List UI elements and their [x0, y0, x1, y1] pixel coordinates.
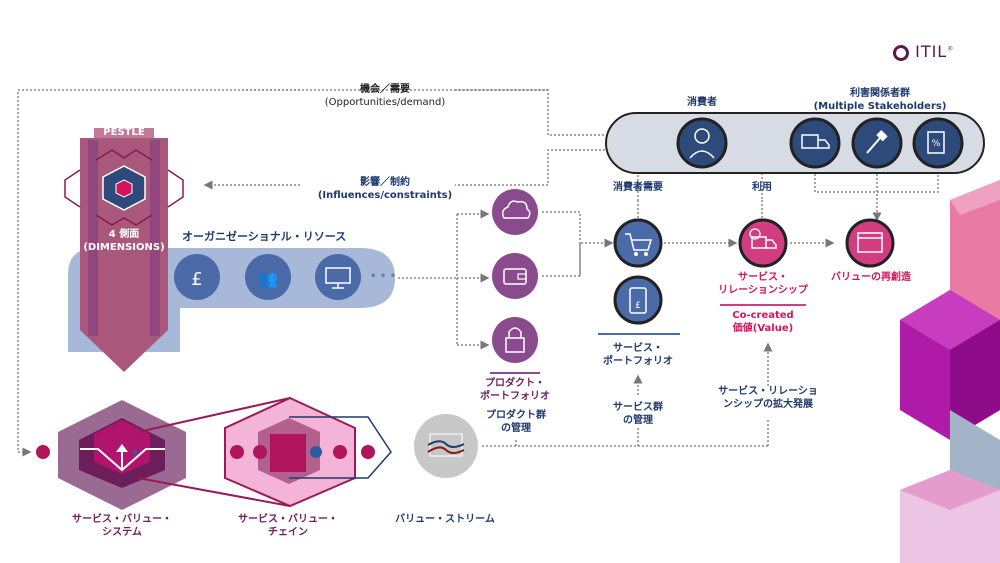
product-management-line2: の管理 [501, 422, 531, 434]
influences-jp: 影響／制約 [360, 177, 410, 188]
expansion-line1: サービス・リレーショ [718, 386, 818, 397]
svg-text:£: £ [635, 301, 641, 311]
product-portfolio-line2: ポートフォリオ [480, 390, 550, 402]
service-management-line2: の管理 [623, 414, 653, 426]
stakeholders-label: 利害関係者群 (Multiple Stakeholders) [810, 88, 950, 113]
product-management-label: プロダクト群 の管理 [486, 410, 546, 435]
service-portfolio-icons: £ [598, 218, 680, 335]
itil-logo-registered: ® [947, 45, 955, 53]
finance-icon [174, 254, 220, 300]
cocreated-line2: 価値(Value) [732, 322, 794, 334]
consumer-label: 消費者 [687, 97, 717, 108]
stakeholder-icons: % [676, 117, 964, 169]
svg-text:%: % [932, 139, 941, 149]
computer-icon [315, 254, 361, 300]
cocreated-line1: Co-created [732, 310, 794, 321]
influences-label: 影響／制約 (Influences/constraints) [310, 177, 460, 202]
influences-en: (Influences/constraints) [317, 189, 453, 201]
svc-line2: チェイン [268, 526, 308, 538]
cart-icon [613, 218, 663, 268]
svg-text:£: £ [191, 269, 202, 290]
service-relationship-line1: サービス・ [738, 272, 788, 283]
pestle-dimensions-arrow [64, 128, 184, 372]
expansion-line2: ンシップの拡大発展 [723, 398, 813, 410]
product-portfolio-label: プロダクト・ ポートフォリオ [470, 378, 560, 403]
itil-logo-mark-icon [893, 44, 909, 61]
lock-icon [492, 317, 538, 363]
relationship-expansion-label: サービス・リレーショ ンシップの拡大発展 [712, 386, 824, 411]
svs-line2: システム [102, 526, 142, 538]
service-portfolio-line1: サービス・ [613, 343, 663, 354]
service-relationship-label: サービス・ リレーションシップ [715, 272, 811, 297]
mobile-pound-icon [613, 275, 663, 325]
contract-icon [912, 117, 964, 169]
itil-logo-text: ITIL [915, 42, 948, 61]
service-portfolio-line2: ポートフォリオ [603, 355, 673, 367]
cloud-icon [492, 189, 538, 235]
dimensions-label: 4 側面 (DIMENSIONS) [80, 229, 168, 254]
people-icon [245, 254, 291, 300]
service-portfolio-label: サービス・ ポートフォリオ [595, 343, 681, 368]
value-stream-label: バリュー・ストリーム [395, 514, 495, 525]
service-management-line1: サービス群 [613, 402, 663, 413]
decorative-cubes [900, 180, 1000, 563]
opportunities-en: (Opportunities/demand) [324, 96, 446, 108]
stakeholders-en: (Multiple Stakeholders) [813, 100, 947, 112]
gavel-icon [851, 117, 903, 169]
relationship-icons [720, 218, 895, 306]
service-relationship-line2: リレーションシップ [718, 284, 808, 296]
svs-line1: サービス・バリュー・ [72, 514, 172, 525]
value-stream-icon [414, 414, 478, 478]
org-resources-title: オーガニゼーショナル・リソース [182, 230, 347, 243]
svc-label: サービス・バリュー・ チェイン [228, 514, 348, 539]
service-management-label: サービス群 の管理 [605, 402, 671, 427]
cube-pink-front [950, 180, 1000, 330]
svg-text:👥: 👥 [258, 269, 278, 288]
more-resources-ellipsis: • • • [370, 271, 397, 282]
service-value-system-graphic [36, 397, 291, 510]
pestle-label: PESTLE [103, 127, 145, 138]
opportunities-jp: 機会／需要 [360, 84, 410, 95]
cocreated-value-label: Co-created 価値(Value) [725, 310, 801, 335]
product-portfolio-icons [490, 189, 540, 374]
consumer-demand-label: 消費者需要 [613, 182, 663, 193]
product-management-line1: プロダクト群 [486, 410, 546, 421]
dimensions-en: (DIMENSIONS) [83, 241, 165, 253]
truck-icon [789, 117, 841, 169]
service-value-chain-graphic [224, 396, 392, 508]
dimensions-jp: 4 側面 [108, 229, 140, 240]
svc-line1: サービス・バリュー・ [238, 514, 338, 525]
value-recreation-label: バリューの再創造 [831, 272, 911, 283]
svs-label: サービス・バリュー・ システム [62, 514, 182, 539]
delivery-truck-icon [738, 218, 788, 268]
product-portfolio-line1: プロダクト・ [485, 378, 545, 389]
itil-logo: ITIL® [893, 42, 954, 61]
stakeholders-jp: 利害関係者群 [850, 88, 910, 99]
dashboard-icon [845, 218, 895, 268]
opportunities-label: 機会／需要 (Opportunities/demand) [320, 84, 450, 109]
org-resource-icons: £ 👥 [174, 254, 361, 300]
wallet-icon [492, 253, 538, 299]
usage-label: 利用 [752, 182, 772, 193]
